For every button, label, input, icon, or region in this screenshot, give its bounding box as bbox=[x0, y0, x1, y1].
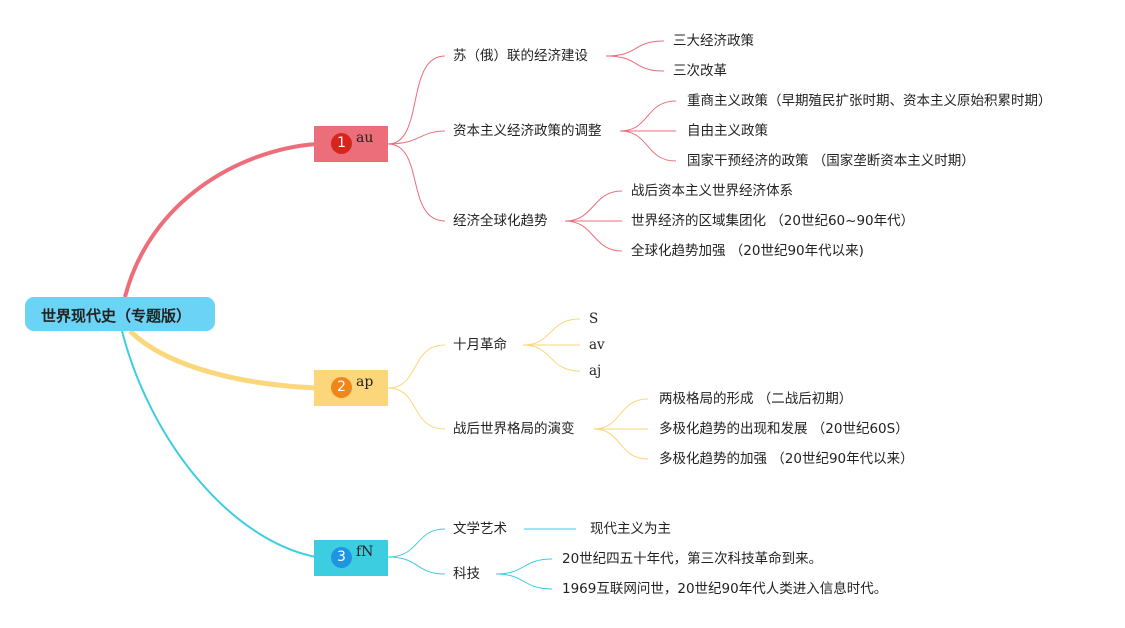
link-root-topic1 bbox=[123, 142, 317, 298]
subtopic[interactable]: 战后世界格局的演变 bbox=[453, 421, 575, 437]
main-topic-3-label: fN bbox=[356, 544, 374, 560]
leaf-topic[interactable]: 自由主义政策 bbox=[687, 123, 768, 139]
root-topic-label: 世界现代史（专题版） bbox=[41, 307, 192, 325]
root-topic[interactable]: 世界现代史（专题版） bbox=[25, 297, 215, 331]
leaf-topic[interactable]: 现代主义为主 bbox=[590, 521, 671, 537]
subtopic[interactable]: 资本主义经济政策的调整 bbox=[453, 123, 602, 139]
main-topic-2-label: ap bbox=[356, 374, 374, 390]
subtopic[interactable]: 经济全球化趋势 bbox=[453, 213, 548, 229]
leaf-topic[interactable]: 世界经济的区域集团化 （20世纪60~90年代） bbox=[631, 213, 915, 229]
link-b3-c2 bbox=[387, 556, 446, 575]
number-badge-icon: 3 bbox=[331, 547, 352, 568]
link-b2-c2 bbox=[387, 387, 446, 430]
leaf-topic[interactable]: 多极化趋势的出现和发展 （20世纪60S） bbox=[659, 421, 909, 437]
leaf-topic[interactable]: 20世纪四五十年代，第三次科技革命到来。 bbox=[562, 551, 823, 567]
link-b2-c1 bbox=[387, 344, 446, 389]
leaf-topic[interactable]: av bbox=[589, 337, 605, 353]
leaf-topic[interactable]: 三大经济政策 bbox=[673, 33, 754, 49]
main-topic-3[interactable]: 3 fN bbox=[314, 540, 388, 576]
main-topic-2[interactable]: 2 ap bbox=[314, 370, 388, 406]
leaf-topic[interactable]: 两极格局的形成 （二战后初期） bbox=[659, 391, 853, 407]
leaf-topic[interactable]: 三次改革 bbox=[673, 63, 727, 79]
leaf-topic[interactable]: S bbox=[589, 311, 599, 327]
link-b1-c3 bbox=[387, 143, 446, 222]
leaf-topic[interactable]: 多极化趋势的加强 （20世纪90年代以来） bbox=[659, 451, 914, 467]
leaf-topic[interactable]: 重商主义政策（早期殖民扩张时期、资本主义原始积累时期） bbox=[687, 93, 1052, 109]
leaf-topic[interactable]: 战后资本主义世界经济体系 bbox=[631, 183, 793, 199]
link-b1-c2 bbox=[387, 130, 446, 145]
leaf-topic[interactable]: 全球化趋势加强 （20世纪90年代以来) bbox=[631, 243, 864, 259]
subtopic[interactable]: 科技 bbox=[453, 566, 480, 582]
link-root-topic3 bbox=[121, 330, 317, 558]
main-topic-1[interactable]: 1 au bbox=[314, 126, 388, 162]
leaf-topic[interactable]: 国家干预经济的政策 （国家垄断资本主义时期） bbox=[687, 153, 975, 169]
number-badge-icon: 1 bbox=[331, 133, 352, 154]
leaf-topic[interactable]: 1969互联网问世，20世纪90年代人类进入信息时代。 bbox=[562, 581, 888, 597]
leaf-topic[interactable]: aj bbox=[589, 363, 602, 379]
subtopic[interactable]: 苏（俄）联的经济建设 bbox=[453, 48, 588, 64]
link-b1-c1 bbox=[387, 55, 446, 145]
link-b3-c1 bbox=[387, 528, 446, 558]
link-root-topic2 bbox=[128, 329, 317, 391]
subtopic[interactable]: 十月革命 bbox=[453, 337, 507, 353]
main-topic-1-label: au bbox=[356, 130, 374, 146]
subtopic[interactable]: 文学艺术 bbox=[453, 521, 507, 537]
number-badge-icon: 2 bbox=[331, 377, 352, 398]
